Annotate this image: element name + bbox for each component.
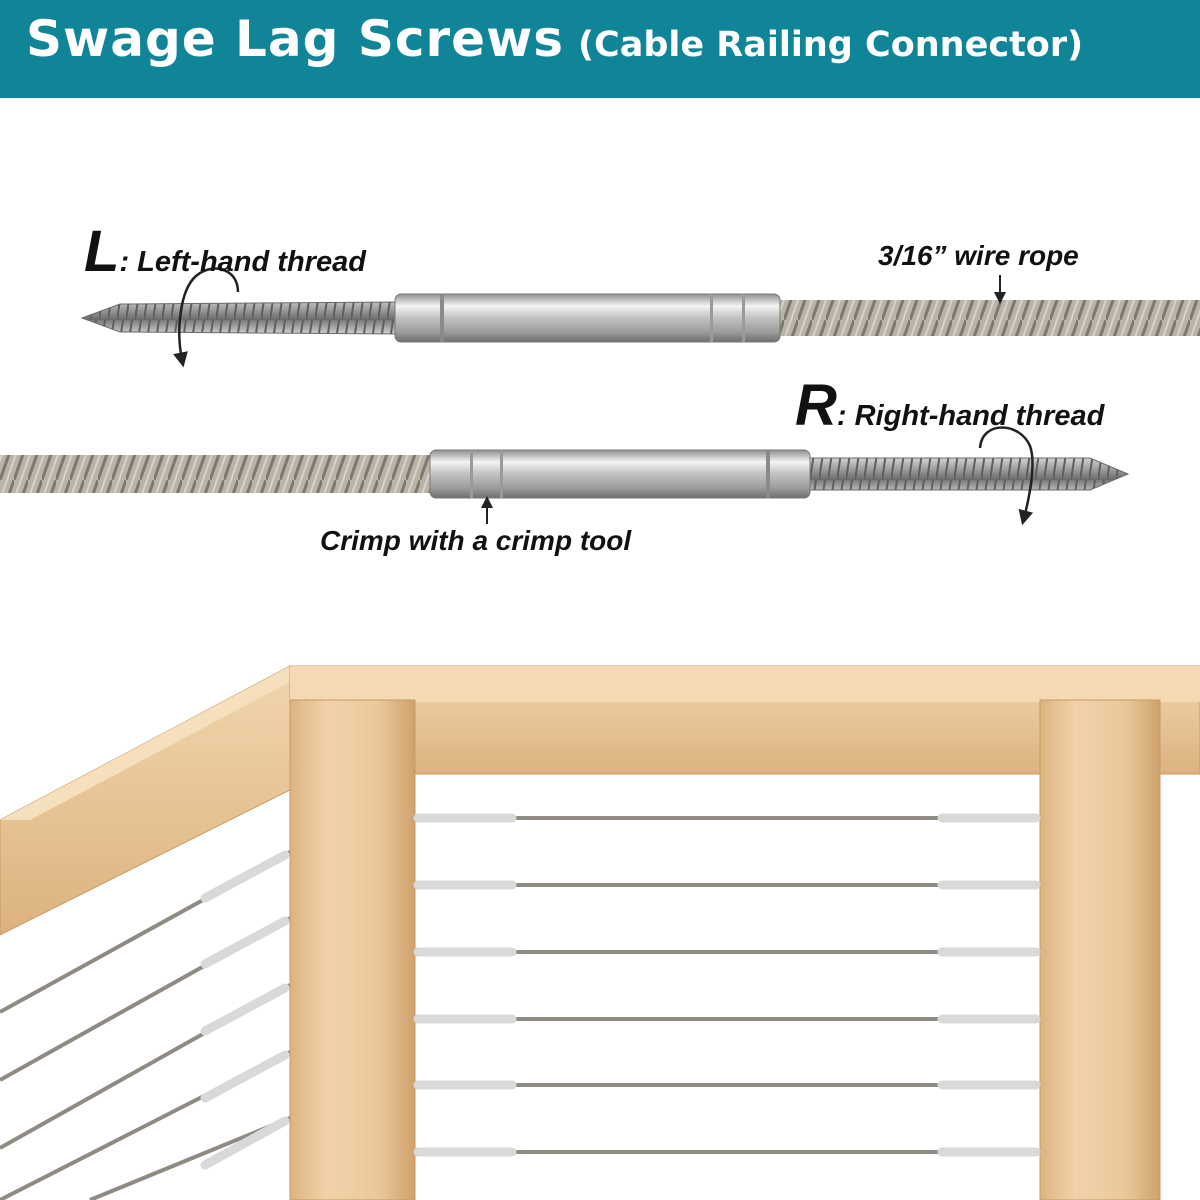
barrel-groove [742, 294, 745, 342]
handrail-top-face [0, 666, 320, 820]
lag-screw-thread-left [80, 301, 396, 335]
left-post [289, 699, 416, 1200]
left-thread-label: L: Left-hand thread [84, 218, 366, 285]
barrel-groove [470, 450, 473, 498]
left-letter: L [84, 219, 120, 284]
right-letter: R [795, 373, 837, 438]
barrel-hex-edge [440, 294, 444, 342]
right-hand-connector [0, 426, 1130, 526]
left-hand-connector [80, 267, 1200, 368]
swage-barrel-bottom [429, 449, 811, 499]
wire-rope-label: 3/16” wire rope [878, 240, 1079, 271]
horizontal-cables [413, 813, 1041, 1157]
stair-fittings [200, 850, 290, 1170]
swage-barrel-top [394, 293, 781, 343]
barrel-hex-edge [766, 450, 770, 498]
right-thread-text: : Right-hand thread [836, 400, 1105, 432]
banner-subtitle: (Cable Railing Connector) [578, 25, 1084, 65]
railing-scene [0, 665, 1200, 1200]
top-rail-upper-face [290, 666, 1200, 702]
wire-rope-bottom [0, 455, 432, 493]
right-post [1039, 699, 1161, 1200]
counterclockwise-arrow-icon [173, 267, 240, 368]
left-thread-text: : Left-hand thread [119, 246, 366, 278]
title-banner: Swage Lag Screws (Cable Railing Connector… [0, 0, 1200, 98]
wire-rope-top [778, 300, 1200, 336]
banner-heading: Swage Lag Screws (Cable Railing Connector… [26, 10, 1083, 68]
crimp-label: Crimp with a crimp tool [320, 525, 632, 556]
clockwise-arrow-icon [978, 426, 1034, 526]
barrel-groove [710, 294, 713, 342]
lag-screw-thread-right [807, 457, 1130, 491]
banner-title: Swage Lag Screws [26, 10, 565, 68]
right-thread-label: R: Right-hand thread [795, 372, 1104, 439]
barrel-groove [500, 450, 503, 498]
